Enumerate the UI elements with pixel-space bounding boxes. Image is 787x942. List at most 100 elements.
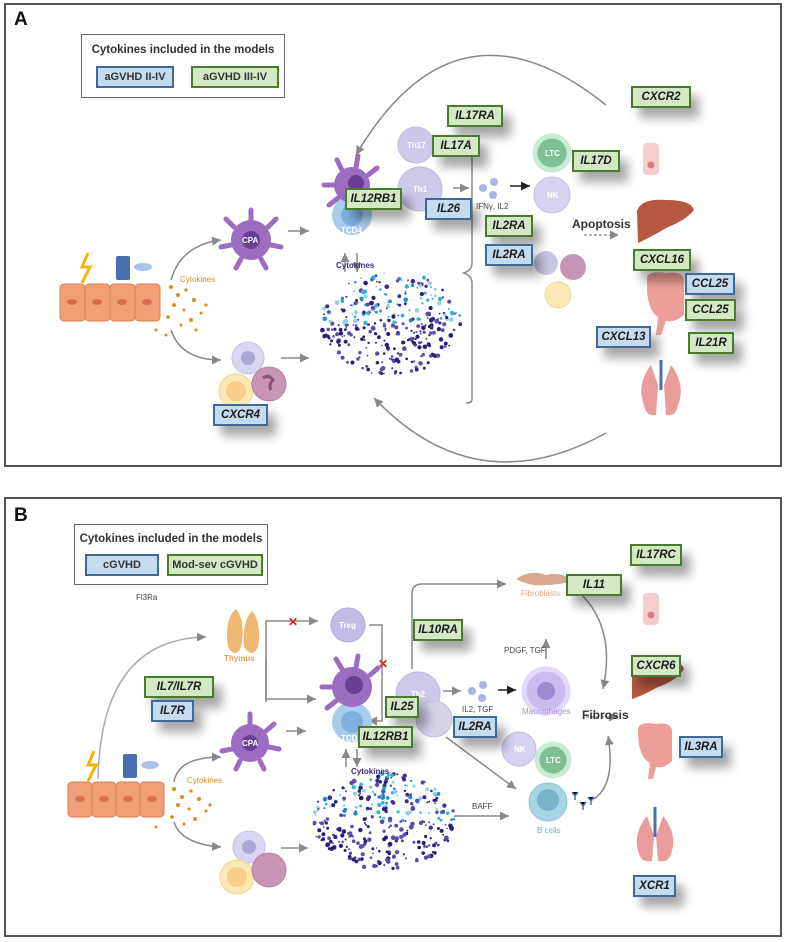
macrophages-label: Macrophages (522, 707, 571, 716)
cytokine-dot (402, 346, 407, 351)
nk-cell-icon (501, 731, 537, 767)
epithelium-icon (67, 781, 165, 818)
cytokine-dot (400, 313, 405, 318)
cytokine-dot (388, 826, 391, 829)
cytokine-dot (384, 327, 387, 330)
cytokine-dot (385, 801, 388, 805)
cytokine-dot (315, 835, 318, 838)
cytokine-dot (340, 299, 344, 303)
cytokine-dot (352, 324, 355, 326)
cytokine-dot (379, 771, 385, 777)
cytokine-dot (419, 291, 424, 297)
cytokine-dot (445, 315, 449, 320)
cytokine-dot (347, 343, 351, 347)
cytokine-dot (342, 810, 344, 812)
cytokine-dot (423, 844, 426, 848)
cytokine-dot (419, 332, 422, 335)
cytokine-dot (360, 337, 364, 341)
cytokine-dot (443, 345, 447, 348)
nk-cell-icon (533, 176, 571, 214)
cytokines-orange-dots (154, 787, 212, 829)
cytokine-dot (341, 335, 344, 338)
cytokine-dot (414, 338, 417, 341)
cytokine-dot (410, 279, 416, 284)
fibroblasts-label: Fibroblasts (521, 589, 561, 598)
cytokine-dot (422, 344, 428, 350)
cytokine-dot (395, 865, 400, 870)
cytokine-dot (357, 318, 360, 321)
cytokine-dot (382, 837, 387, 842)
gene-box-il17ra: IL17RA (447, 105, 503, 127)
cytokine-dot (427, 281, 432, 286)
cytokine-dot (379, 367, 384, 372)
cytokine-dot (338, 327, 343, 332)
cytokine-dot (418, 821, 423, 825)
cytokine-dot (404, 290, 407, 293)
cytokine-dot (376, 280, 378, 283)
cytokine-dot (371, 847, 375, 851)
cytokine-dot (449, 826, 454, 831)
cpa-cell-icon (218, 207, 284, 271)
cytokine-dot (368, 831, 372, 835)
cytokine-dot (447, 299, 452, 304)
cytokine-dot (329, 805, 332, 808)
cytokine-dot (416, 287, 419, 289)
cytokine-dot (366, 367, 371, 372)
cytokine-dot (369, 856, 373, 859)
cytokine-dot (336, 339, 341, 344)
cytokine-dot (353, 310, 358, 315)
cytokine-dot (391, 780, 395, 784)
cytokine-dot (345, 845, 348, 848)
nk-label: NK (547, 191, 559, 200)
cytokine-dot (448, 344, 450, 347)
cytokine-dot (443, 341, 448, 346)
cytokine-dot (388, 845, 390, 848)
neutrophil-icon (251, 852, 287, 888)
cytokine-dot (391, 367, 394, 370)
cytokine-dot (333, 327, 337, 331)
cytokine-dot (367, 323, 370, 327)
cytokine-dot (432, 798, 436, 802)
cytokine-dot (332, 788, 336, 792)
cytokine-dot (417, 345, 422, 350)
cytokine-dot (410, 283, 415, 288)
cytokine-dot (362, 788, 366, 793)
cytokine-dot (375, 351, 380, 356)
cytokine-dot (430, 789, 433, 793)
pill-icon (134, 263, 152, 271)
cytokine-dot (345, 790, 347, 793)
cytokine-dot (383, 864, 386, 867)
cytokine-dot (399, 827, 404, 832)
cytokine-dot (400, 839, 404, 843)
cytokine-dot (438, 312, 441, 315)
gene-box-il12rb1: IL12RB1 (345, 188, 402, 210)
cytokine-dot (365, 364, 369, 368)
cytokine-dot (368, 330, 371, 334)
cytokine-dot (366, 795, 371, 800)
cytokine-dot (348, 282, 350, 285)
cytokine-dot (354, 324, 358, 327)
cytokine-dot (423, 855, 428, 860)
cytokine-dot (352, 791, 358, 796)
gene-box-il17rc: IL17RC (630, 544, 682, 566)
cytokine-dot (316, 809, 319, 812)
cytokine-dot (374, 303, 378, 308)
cytokine-dot (366, 825, 370, 829)
cytokine-dot (399, 834, 404, 839)
cytokine-dot (373, 322, 377, 325)
cytokine-dot (421, 325, 426, 331)
cytokine-dot (398, 352, 403, 357)
cytokine-dot (452, 328, 456, 332)
cytokine-dot (409, 825, 412, 829)
cytokine-dot (330, 328, 334, 331)
cytokine-dot (390, 355, 394, 358)
cytokine-dot (325, 817, 330, 821)
cytokine-dot (421, 302, 424, 305)
cytokine-dot (433, 287, 437, 291)
cytokine-dot (375, 361, 380, 365)
feedback-arrow-bottom (373, 397, 607, 463)
cytokine-dot (341, 798, 344, 801)
cytokine-dot (409, 337, 414, 342)
cytokine-dot (410, 802, 414, 806)
cytokine-dot (346, 331, 352, 336)
